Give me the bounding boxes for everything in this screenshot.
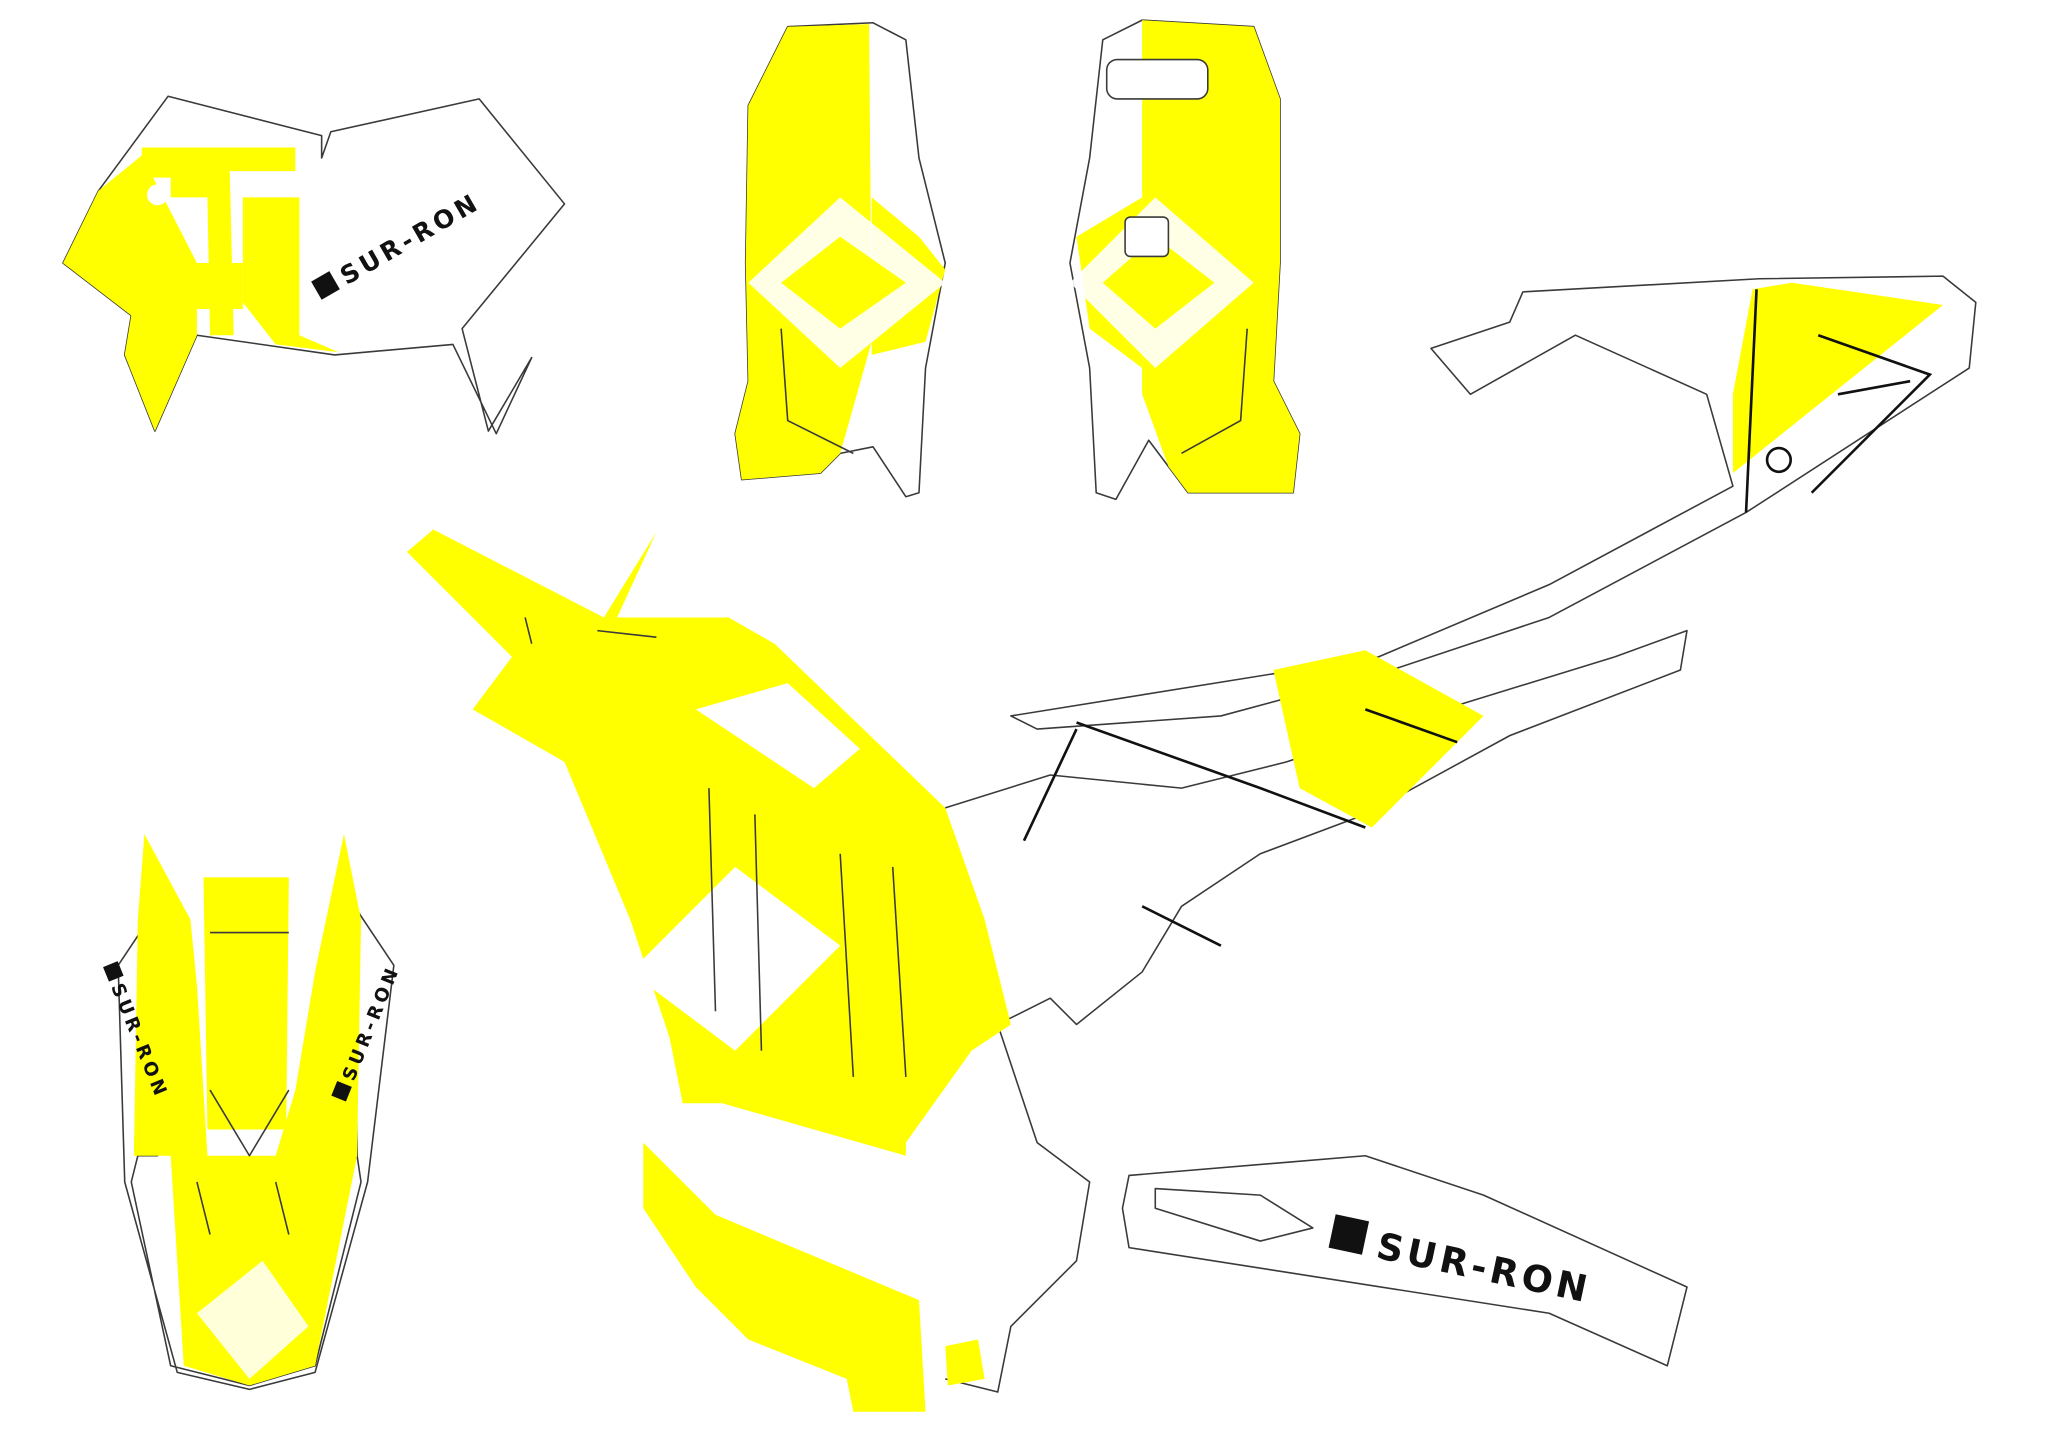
swingarm-decal: SUR-RON [1121,1154,1688,1367]
sur-ron-logo-icon [1328,1214,1370,1255]
fork-guard-left-decal [734,21,947,498]
main-side-panel-decal [406,529,1688,1412]
sur-ron-logo-icon [331,1081,352,1102]
front-fairing-decal: SUR-RON SUR-RON [103,834,404,1391]
fork-guard-right-decal [1069,19,1301,501]
sur-ron-logo-icon [311,271,340,300]
sur-ron-logo-icon [103,961,124,982]
headlight-panel-decal: SUR-RON [62,95,566,435]
